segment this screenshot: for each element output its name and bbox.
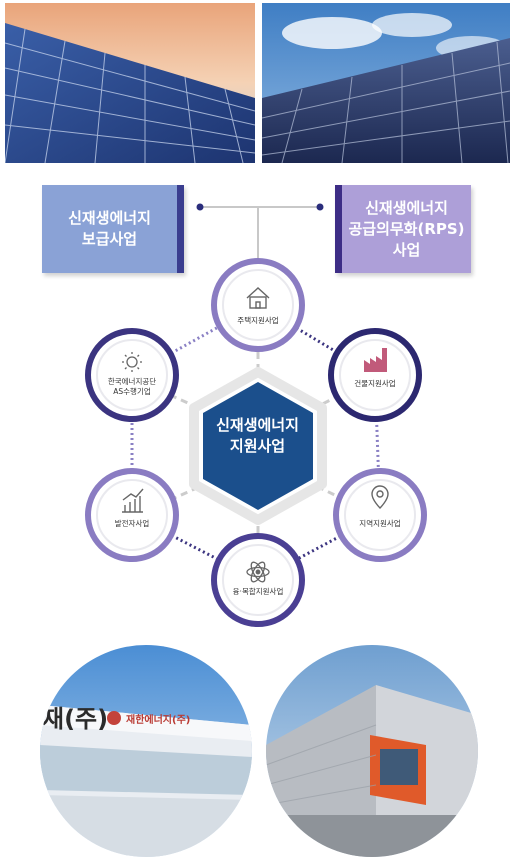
node-generator xyxy=(85,468,179,562)
solar-panel-photo-sky xyxy=(262,3,510,163)
center-title: 신재생에너지 지원사업 xyxy=(216,416,299,455)
growth-chart-icon xyxy=(122,488,144,513)
building-sign-small: 재한에너지(주) xyxy=(126,713,190,726)
region-support-label: 지역지원사업 xyxy=(359,519,401,528)
house-icon xyxy=(246,287,270,309)
as-company-label: 한국에너지공단 AS수행기업 xyxy=(107,377,157,396)
rps-program-box: 신재생에너지 공급의무화(RPS) 사업 xyxy=(335,185,471,273)
renewable-supply-program-label: 신재생에너지 보급사업 xyxy=(68,209,151,248)
building-sign-large: 재(주) xyxy=(42,705,108,733)
node-as-company xyxy=(85,328,179,422)
location-pin-icon xyxy=(371,485,389,509)
generator-label: 발전자사업 xyxy=(114,519,150,528)
sun-icon xyxy=(122,352,142,372)
node-region xyxy=(333,468,427,562)
rps-program-label: 신재생에너지 공급의무화(RPS) 사업 xyxy=(348,198,465,259)
node-house xyxy=(211,258,305,352)
solar-panel-photo-sunset xyxy=(5,3,255,163)
building-photo-right xyxy=(266,645,478,857)
building-photo-left: 재(주) 재한에너지(주) xyxy=(40,645,252,857)
house-support-label: 주택지원사업 xyxy=(237,316,279,325)
center-hexagon xyxy=(203,382,313,510)
convergence-support-label: 융·복합지원사업 xyxy=(232,587,284,596)
connector-dot xyxy=(196,203,204,211)
renewable-supply-program-box: 신재생에너지 보급사업 xyxy=(42,185,184,273)
atom-icon xyxy=(246,561,270,583)
building-support-label: 건물지원사업 xyxy=(354,379,396,388)
factory-icon xyxy=(364,348,387,372)
node-building xyxy=(328,328,422,422)
connector-dot xyxy=(316,203,324,211)
